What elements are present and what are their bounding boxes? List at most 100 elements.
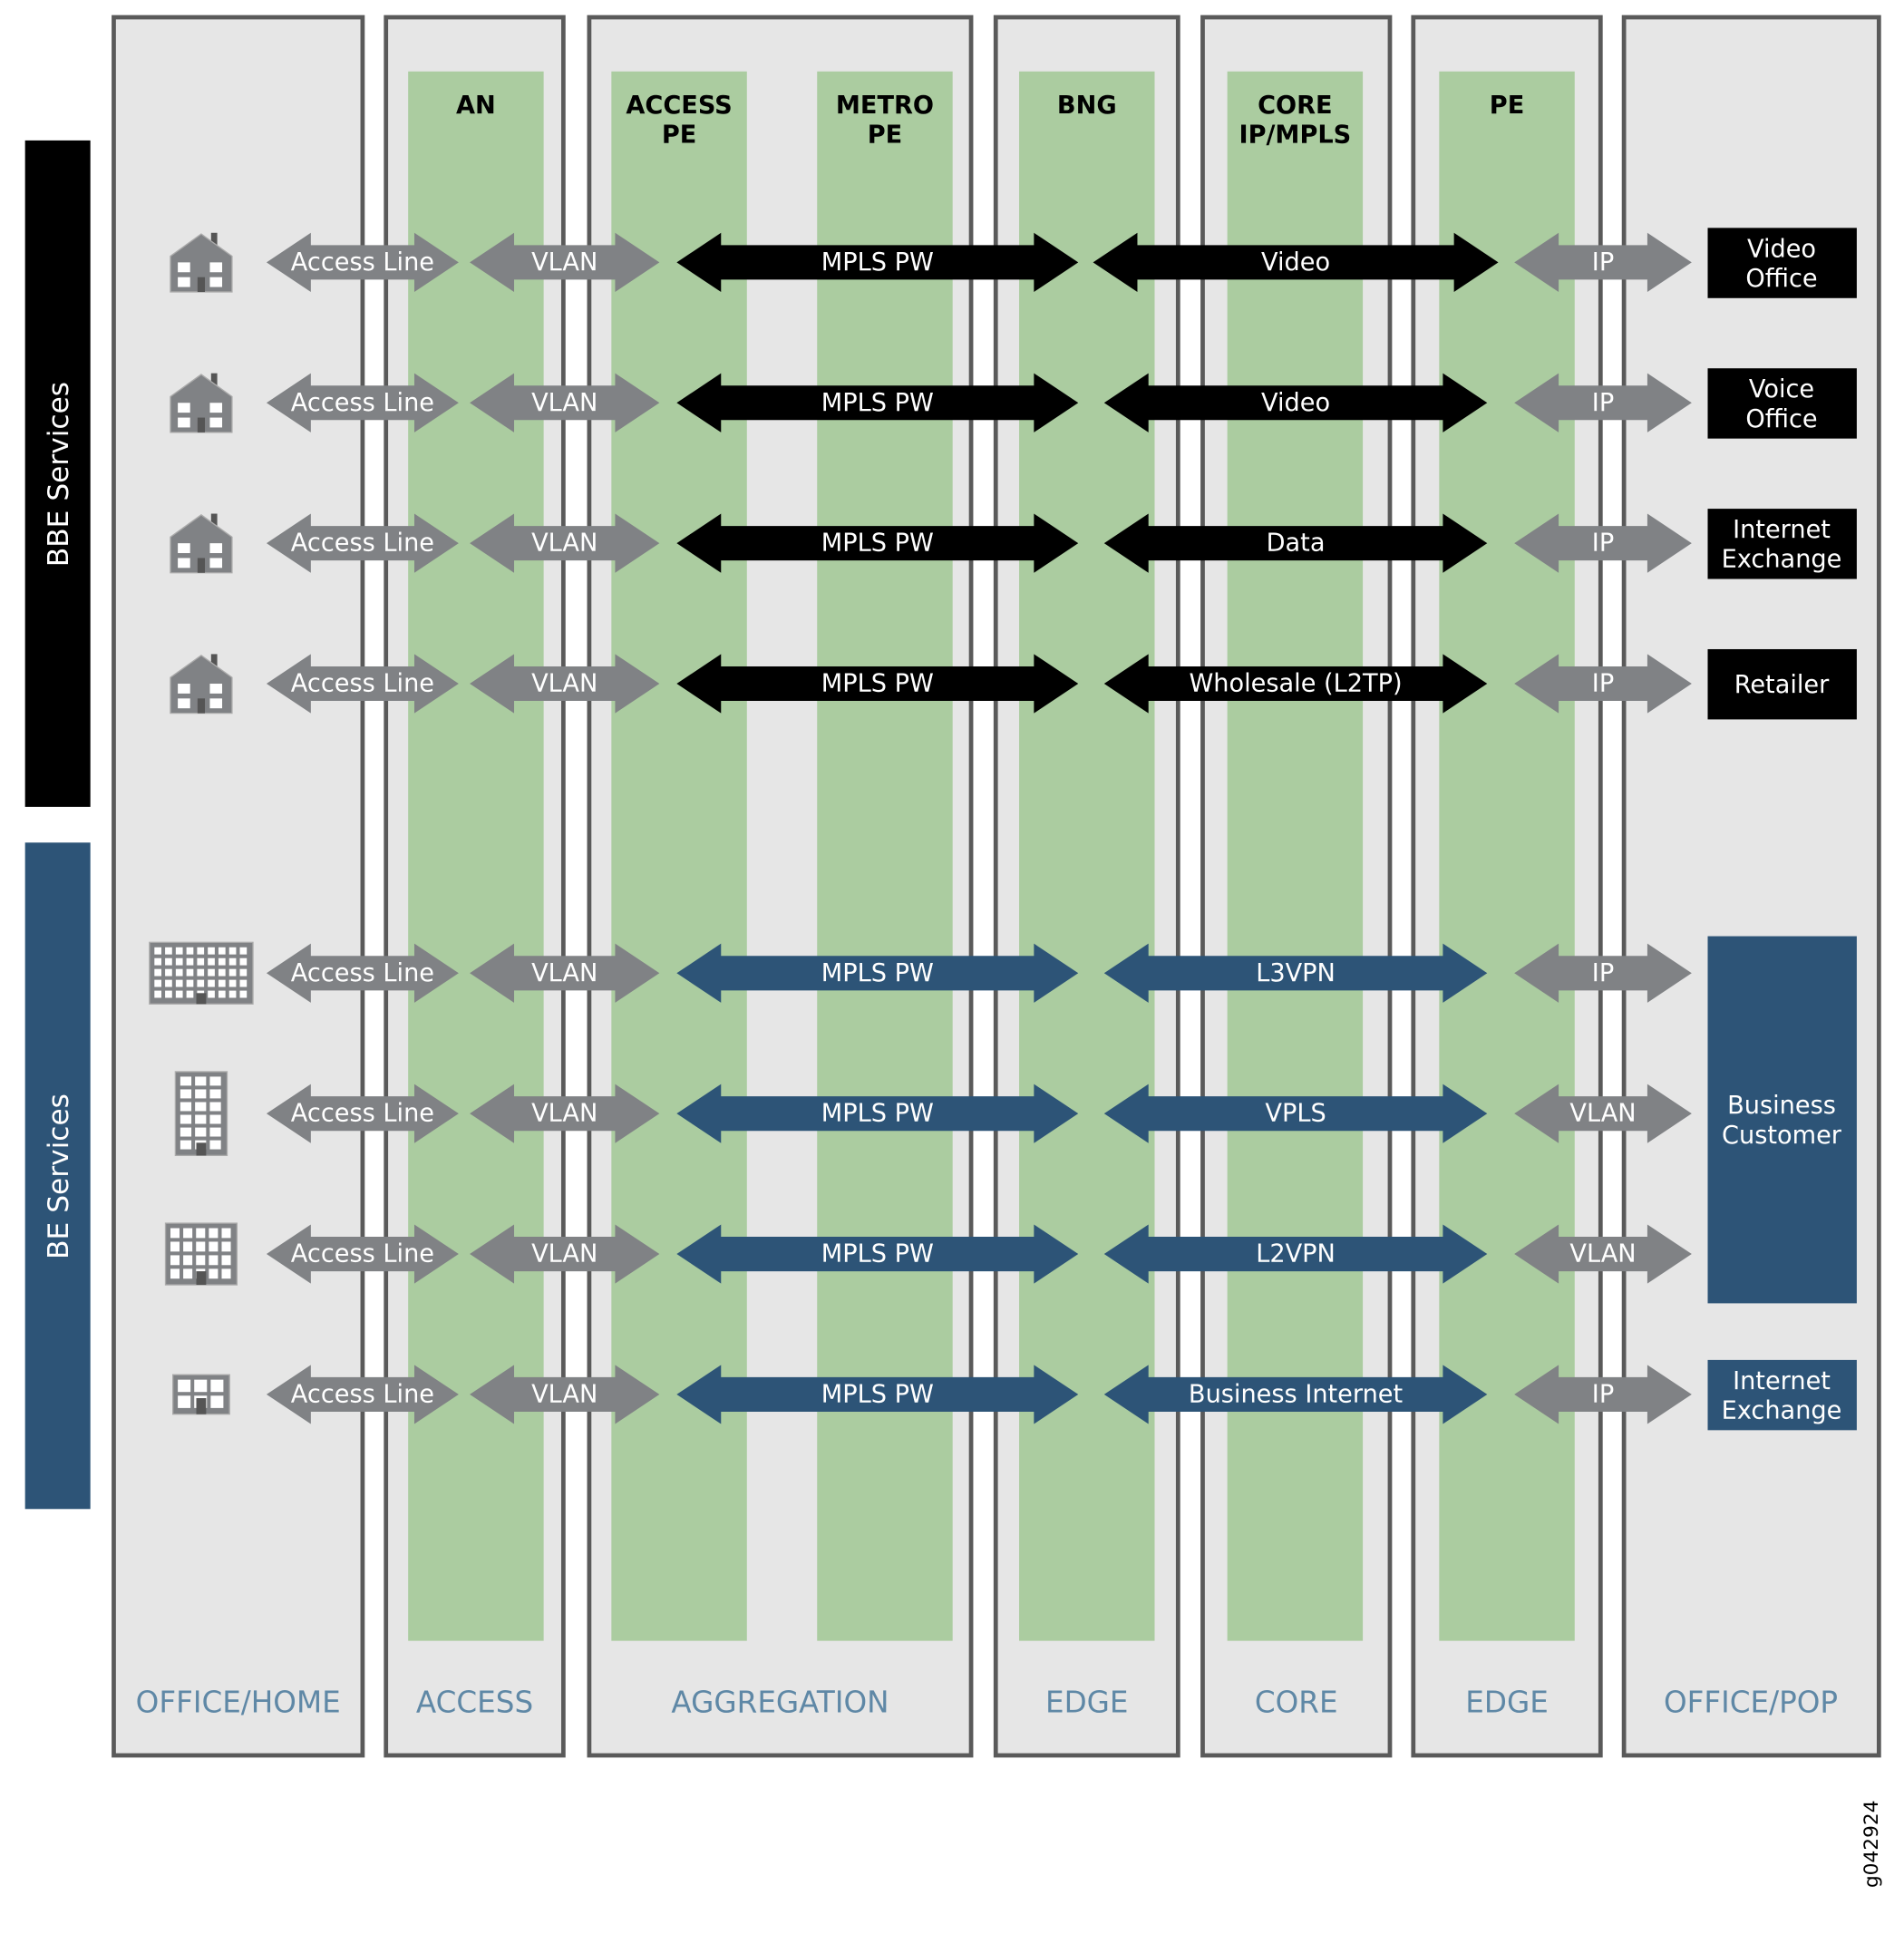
pe-handoff-arrow: IP <box>1514 1365 1692 1424</box>
destination-label: Video <box>1747 235 1816 263</box>
mpls-pw-arrow-label: MPLS PW <box>821 389 934 417</box>
pe-handoff-arrow-label: VLAN <box>1569 1240 1636 1268</box>
mpls-pw-arrow: MPLS PW <box>676 943 1079 1003</box>
double-arrow-icon <box>266 373 459 432</box>
mpls-pw-arrow-label: MPLS PW <box>821 670 934 698</box>
double-arrow-icon <box>1093 232 1499 292</box>
service-arrow: VPLS <box>1103 1084 1488 1143</box>
destination-label: Voice <box>1749 375 1814 403</box>
access-line-arrow-label: Access Line <box>291 530 434 558</box>
double-arrow-icon <box>266 943 459 1003</box>
access-line-arrow-label: Access Line <box>291 1240 434 1268</box>
double-arrow-icon <box>1514 943 1692 1003</box>
device-header: AN <box>456 92 496 120</box>
double-arrow-icon <box>1514 373 1692 432</box>
an-vlan-arrow: VLAN <box>470 654 660 714</box>
segment-label: EDGE <box>1045 1685 1129 1719</box>
mpls-pw-arrow: MPLS PW <box>676 1365 1079 1424</box>
double-arrow-icon <box>266 1084 459 1143</box>
an-vlan-arrow: VLAN <box>470 232 660 292</box>
device-header: METRO <box>836 92 934 120</box>
house-icon <box>170 654 233 714</box>
destination-box: Retailer <box>1707 648 1857 720</box>
double-arrow-icon <box>266 654 459 714</box>
access-line-arrow-label: Access Line <box>291 1380 434 1408</box>
destination-label: Customer <box>1722 1122 1842 1150</box>
double-arrow-icon <box>470 1365 660 1424</box>
double-arrow-icon <box>1514 232 1692 292</box>
double-arrow-icon <box>676 1224 1079 1284</box>
an-vlan-arrow: VLAN <box>470 943 660 1003</box>
house-icon <box>170 232 233 293</box>
destination-label: Retailer <box>1734 671 1830 699</box>
device-header: PE <box>1490 92 1524 120</box>
destination-label: Internet <box>1733 516 1831 544</box>
pe-handoff-arrow-label: IP <box>1592 670 1614 698</box>
be-services-bar <box>24 842 91 1510</box>
segment-label: OFFICE/POP <box>1664 1685 1838 1719</box>
service-arrow-label: Video <box>1261 248 1330 277</box>
an-vlan-arrow-label: VLAN <box>531 1100 597 1128</box>
pe-handoff-arrow-label: IP <box>1592 959 1614 987</box>
service-arrow: Wholesale (L2TP) <box>1103 654 1488 714</box>
an-vlan-arrow: VLAN <box>470 373 660 432</box>
access-line-arrow: Access Line <box>266 513 459 573</box>
service-arrow-label: Data <box>1267 530 1326 558</box>
double-arrow-icon <box>470 373 660 432</box>
mpls-pw-arrow: MPLS PW <box>676 1084 1079 1143</box>
pe-handoff-arrow-label: IP <box>1592 1380 1614 1408</box>
segment-label: AGGREGATION <box>671 1685 889 1719</box>
an-vlan-arrow-label: VLAN <box>531 959 597 987</box>
mpls-pw-arrow: MPLS PW <box>676 513 1079 573</box>
double-arrow-icon <box>266 232 459 292</box>
access-line-arrow: Access Line <box>266 943 459 1003</box>
mpls-pw-arrow-label: MPLS PW <box>821 530 934 558</box>
double-arrow-icon <box>676 513 1079 573</box>
access-line-arrow-label: Access Line <box>291 389 434 417</box>
an-vlan-arrow-label: VLAN <box>531 670 597 698</box>
double-arrow-icon <box>1103 943 1488 1003</box>
service-arrow: Video <box>1103 373 1488 432</box>
double-arrow-icon <box>1514 1084 1692 1143</box>
pe-handoff-arrow-label: IP <box>1592 248 1614 277</box>
double-arrow-icon <box>266 1365 459 1424</box>
service-arrow: Video <box>1093 232 1499 292</box>
be-services-label: BE Services <box>43 1093 75 1259</box>
service-arrow-label: Video <box>1261 389 1330 417</box>
office-campus-icon <box>149 941 254 1005</box>
double-arrow-icon <box>470 654 660 714</box>
service-arrow-label: VPLS <box>1265 1100 1326 1128</box>
double-arrow-icon <box>1103 513 1488 573</box>
service-arrow-label: Wholesale (L2TP) <box>1189 670 1402 698</box>
pe-handoff-arrow: VLAN <box>1514 1084 1692 1143</box>
an-vlan-arrow-label: VLAN <box>531 248 597 277</box>
device-header: CORE <box>1258 92 1332 120</box>
double-arrow-icon <box>1103 654 1488 714</box>
an-vlan-arrow-label: VLAN <box>531 389 597 417</box>
double-arrow-icon <box>1103 1224 1488 1284</box>
destination-label: Office <box>1745 265 1817 293</box>
double-arrow-icon <box>1103 373 1488 432</box>
double-arrow-icon <box>1514 513 1692 573</box>
an-vlan-arrow: VLAN <box>470 1084 660 1143</box>
access-line-arrow-label: Access Line <box>291 959 434 987</box>
house-icon <box>170 513 233 574</box>
double-arrow-icon <box>266 513 459 573</box>
pe-handoff-arrow: IP <box>1514 232 1692 292</box>
mpls-pw-arrow-label: MPLS PW <box>821 1240 934 1268</box>
double-arrow-icon <box>676 1365 1079 1424</box>
service-arrow: Data <box>1103 513 1488 573</box>
double-arrow-icon <box>1103 1365 1488 1424</box>
service-arrow-label: L2VPN <box>1256 1240 1336 1268</box>
